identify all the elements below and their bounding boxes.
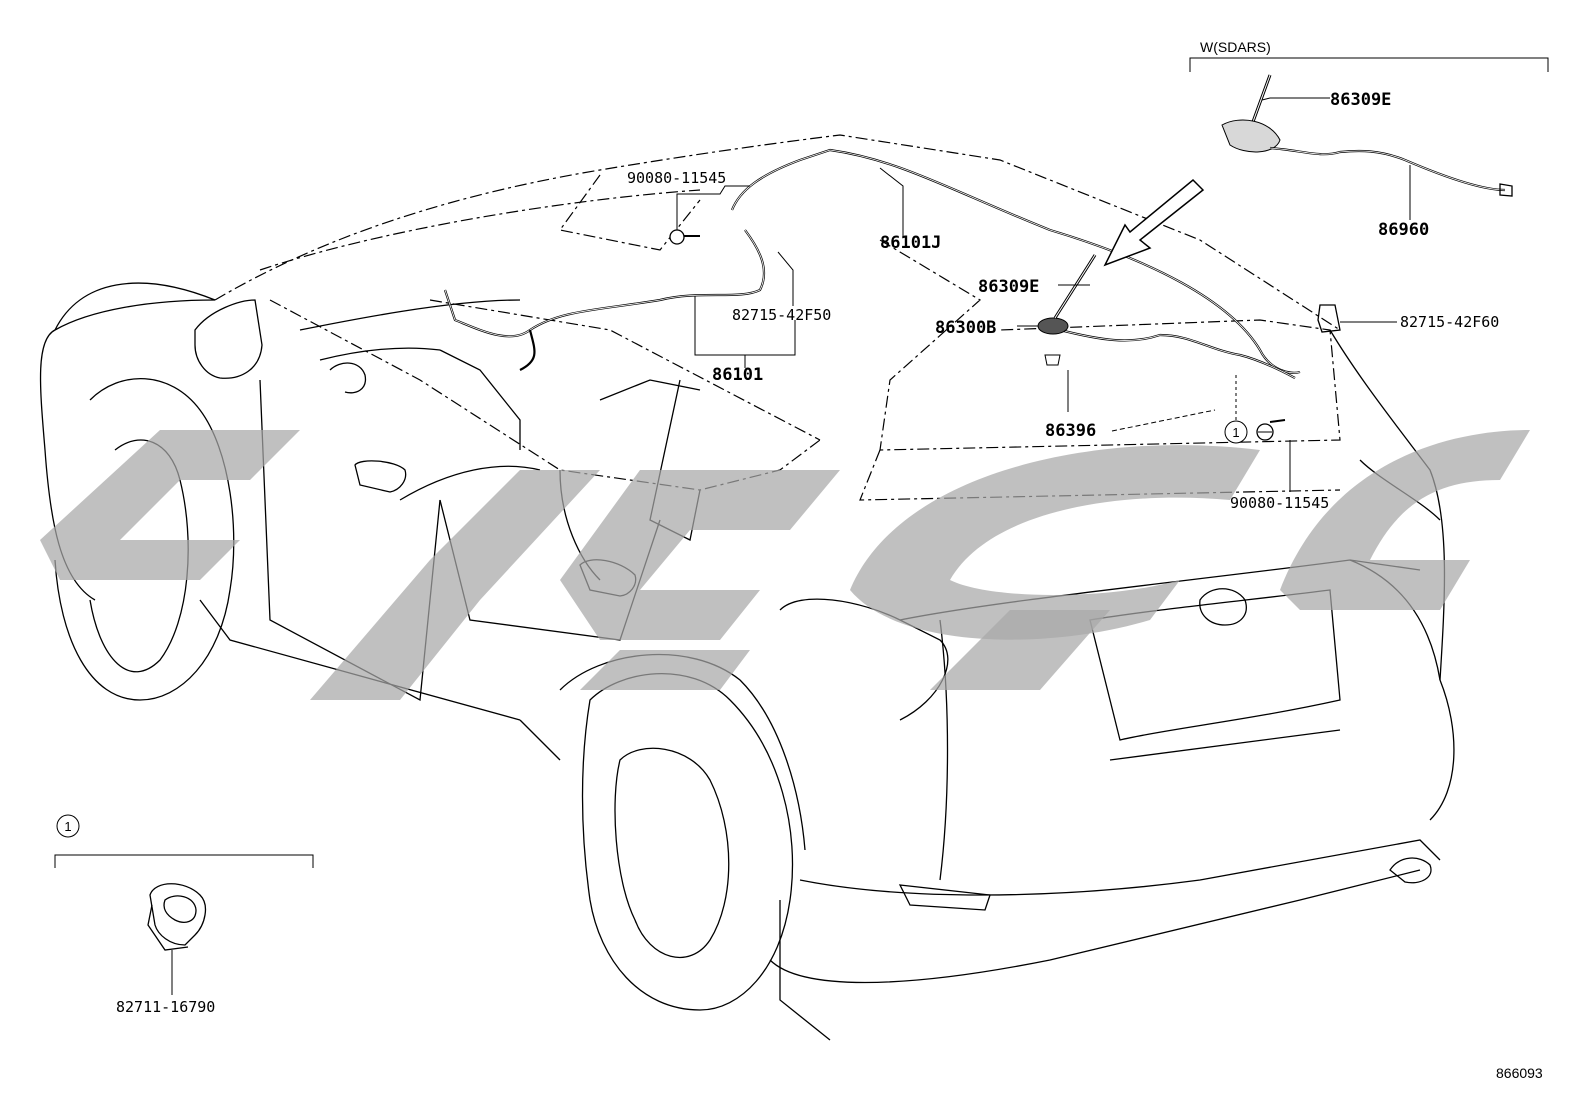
antenna-cable-86101J bbox=[730, 148, 1301, 374]
callout-number-inset: 1 bbox=[64, 819, 71, 834]
clip-86396 bbox=[1044, 354, 1061, 366]
antenna-cable-86101 bbox=[443, 229, 765, 371]
part-label-82715-42F60: 82715-42F60 bbox=[1400, 313, 1499, 331]
part-label-86101: 86101 bbox=[712, 365, 763, 385]
watermark-logo bbox=[40, 430, 1530, 700]
part-label-86101J: 86101J bbox=[880, 233, 941, 253]
bracket-82715-42F60 bbox=[1317, 304, 1341, 333]
part-label-82711-16790: 82711-16790 bbox=[116, 998, 215, 1016]
bolt-90080-right bbox=[1256, 419, 1286, 441]
sdars-inset bbox=[1189, 57, 1549, 197]
location-arrow bbox=[1103, 178, 1205, 267]
antenna-base-86300B bbox=[1037, 317, 1069, 335]
part-label-86309E-mid: 86309E bbox=[978, 277, 1039, 297]
antenna-cable-86300B bbox=[1059, 328, 1296, 379]
clip-inset bbox=[54, 814, 314, 995]
part-label-82715-42F50: 82715-42F50 bbox=[732, 306, 831, 324]
figure-number: 866093 bbox=[1496, 1065, 1543, 1081]
part-label-90080-top: 90080-11545 bbox=[627, 169, 726, 187]
leader-lines bbox=[676, 97, 1411, 492]
antenna-rod-86309E-mid bbox=[1053, 254, 1097, 319]
variant-label: W(SDARS) bbox=[1200, 39, 1271, 55]
part-label-86960: 86960 bbox=[1378, 220, 1429, 240]
part-label-90080-right: 90080-11545 bbox=[1230, 494, 1329, 512]
vehicle-body-outline bbox=[39, 134, 1455, 1041]
callout-number-car: 1 bbox=[1232, 425, 1239, 440]
part-label-86300B: 86300B bbox=[935, 318, 996, 338]
bolt-90080-top bbox=[669, 229, 700, 245]
callout-marker-car: 1 bbox=[1224, 420, 1248, 444]
part-label-86309E-top: 86309E bbox=[1330, 90, 1391, 110]
part-label-86396: 86396 bbox=[1045, 421, 1096, 441]
part-labels: W(SDARS) 86309E 86960 86101J 86309E 8630… bbox=[64, 39, 1543, 1081]
